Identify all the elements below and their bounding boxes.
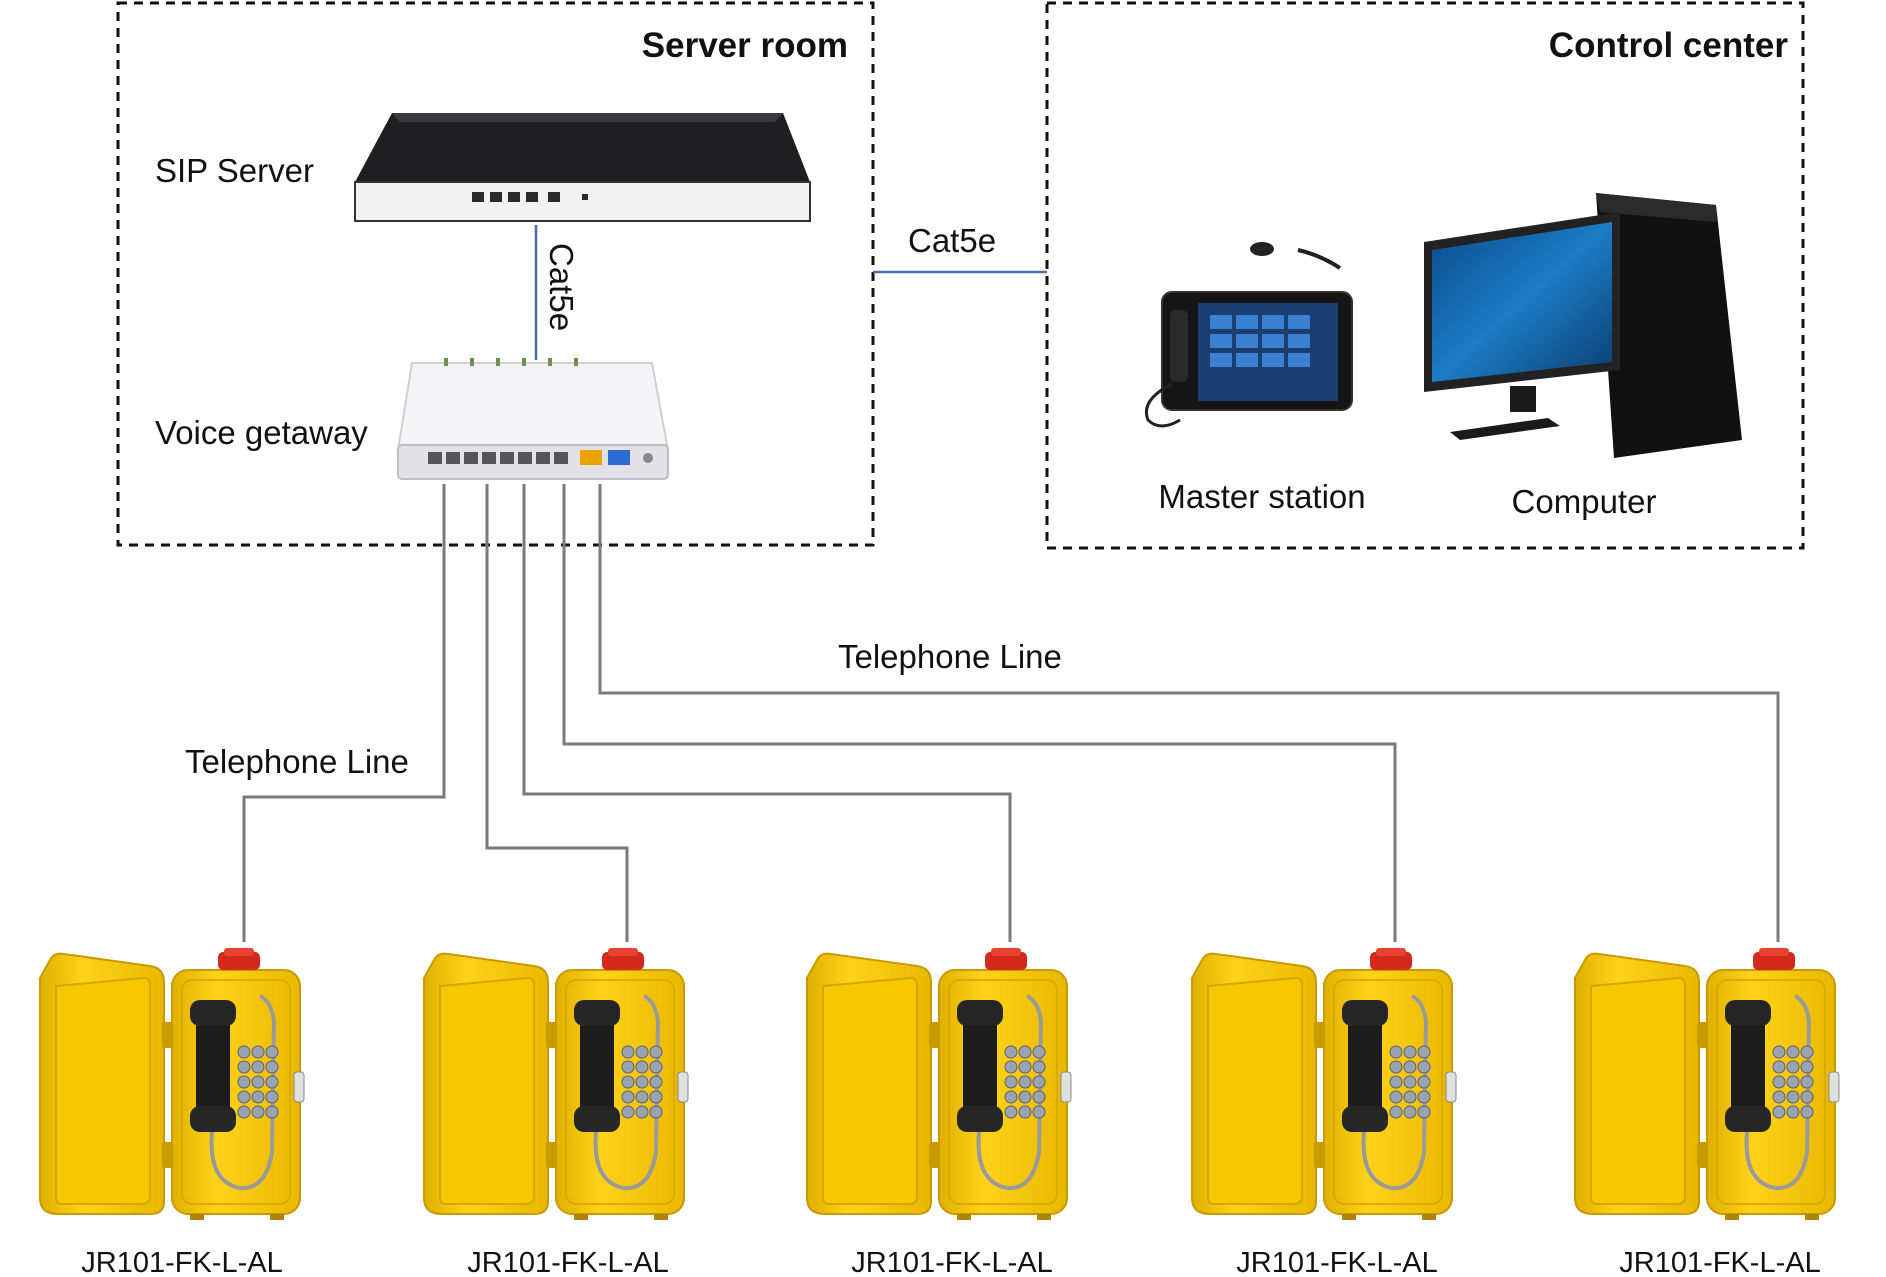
telephone-line-3: [522, 484, 1012, 942]
emergency-phone-3: JR101-FK-L-AL: [805, 946, 1073, 1277]
voice-gateway-icon: [396, 358, 670, 480]
emergency-phone-2: JR101-FK-L-AL: [422, 946, 690, 1277]
emergency-phone-icon: [422, 946, 690, 1222]
phone-model-label: JR101-FK-L-AL: [851, 1247, 1052, 1277]
voice-gateway-label: Voice getaway: [155, 414, 368, 451]
server-room-title: Server room: [642, 26, 848, 65]
computer-label: Computer: [1512, 483, 1657, 520]
phone-model-label: JR101-FK-L-AL: [1236, 1247, 1437, 1277]
emergency-phone-icon: [1190, 946, 1458, 1222]
emergency-phone-icon: [1573, 946, 1841, 1222]
telephone-line-label-left: Telephone Line: [185, 743, 409, 780]
server-room-box: [116, 1, 875, 547]
telephone-line-4: [562, 484, 1397, 942]
emergency-phone-4: JR101-FK-L-AL: [1190, 946, 1458, 1277]
telephone-line-2: [485, 484, 629, 942]
sip-server-label: SIP Server: [155, 152, 314, 189]
emergency-phone-icon: [38, 946, 306, 1222]
control-center-title: Control center: [1549, 26, 1789, 65]
telephone-line-label-right: Telephone Line: [838, 638, 1062, 675]
control-center-box: [1045, 1, 1805, 550]
telephone-line-5: [598, 484, 1780, 942]
master-station-icon: [1145, 242, 1353, 428]
phone-model-label: JR101-FK-L-AL: [1619, 1247, 1820, 1277]
sip-server-icon: [354, 113, 811, 222]
emergency-phone-icon: [805, 946, 1073, 1222]
emergency-phone-1: JR101-FK-L-AL: [38, 946, 306, 1277]
phone-model-label: JR101-FK-L-AL: [81, 1247, 282, 1277]
cat5e-horizontal-label: Cat5e: [908, 222, 996, 259]
computer-icon: [1424, 193, 1742, 458]
telephone-line-1: [242, 484, 446, 942]
phone-model-label: JR101-FK-L-AL: [467, 1247, 668, 1277]
emergency-phone-5: JR101-FK-L-AL: [1573, 946, 1841, 1277]
cat5e-vertical-label: Cat5e: [543, 243, 580, 331]
master-station-label: Master station: [1158, 478, 1365, 515]
